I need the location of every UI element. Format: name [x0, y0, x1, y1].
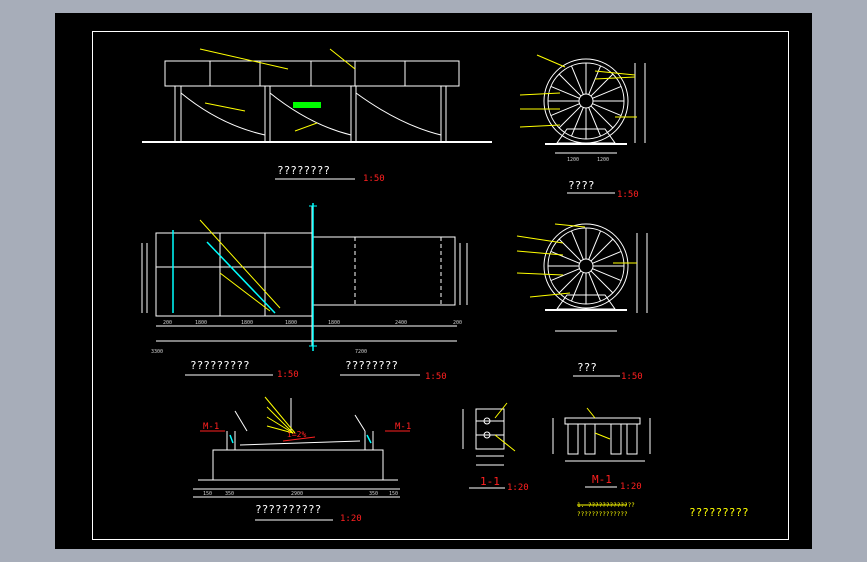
drawing-frame: [92, 31, 789, 540]
wheel-spoke: [550, 268, 580, 282]
plan-title: ?????????: [190, 359, 250, 372]
wheel-spoke: [558, 73, 582, 97]
elevation-title: ????????: [277, 164, 330, 177]
wheel-dimension: 1200: [567, 157, 579, 163]
wheel-spoke: [592, 268, 622, 282]
wheel-spoke: [570, 230, 584, 260]
top-view-scale: 1:50: [425, 372, 447, 382]
section-mark-right: M-1: [395, 422, 411, 432]
section-m-1: [552, 417, 651, 462]
wheel-spoke: [588, 65, 602, 95]
note-line-1: 1. ?????????????: [577, 502, 635, 509]
wheel-spoke: [570, 65, 584, 95]
plan-dimension: 1800: [195, 320, 207, 326]
wheel-spoke: [592, 250, 622, 264]
foundation-dimension: 150: [203, 491, 212, 497]
wheel-spoke: [590, 105, 614, 129]
wheel-spoke: [592, 103, 622, 117]
elevation-view: [142, 60, 492, 143]
plan-dimension: 1800: [285, 320, 297, 326]
foundation-dimension: 350: [225, 491, 234, 497]
top-view-title: ????????: [345, 359, 398, 372]
wheel-section-title: ???: [577, 361, 597, 374]
section-m-1-scale: 1:20: [620, 482, 642, 492]
cad-drawing: ???????? 1:50 ???? 1:50 ????????? 1:50 ?…: [141, 48, 749, 524]
wheel-spoke: [592, 85, 622, 99]
foundation-dimension: 2900: [291, 491, 303, 497]
foundation-title: ??????????: [255, 503, 321, 516]
wheel-spoke: [588, 272, 602, 302]
front-wheel-scale: 1:50: [617, 190, 639, 200]
wheel-spoke: [588, 107, 602, 137]
plan-dimension: 200: [163, 320, 172, 326]
elevation-scale: 1:50: [363, 174, 385, 184]
wheel-spoke: [590, 238, 614, 262]
wheel-spoke: [590, 73, 614, 97]
wheel-spoke: [570, 107, 584, 137]
highlight-marker: [293, 102, 321, 108]
plan-view: [141, 206, 468, 346]
wheel-spoke: [570, 272, 584, 302]
plan-dimension: 2400: [395, 320, 407, 326]
front-wheel-title: ????: [568, 179, 595, 192]
wheel-spoke: [590, 270, 614, 294]
drawing-sheet: ???????? 1:50 ???? 1:50 ????????? 1:50 ?…: [55, 13, 812, 549]
note-line-2: ??????????????: [577, 511, 628, 518]
foundation-dimension: 150: [389, 491, 398, 497]
wheel-spoke: [550, 85, 580, 99]
slope-label: i=2%: [287, 430, 306, 439]
wheel-section-scale: 1:50: [621, 372, 643, 382]
foundation-scale: 1:20: [340, 514, 362, 524]
section-m-1-mark: M-1: [592, 473, 612, 486]
foundation-section: [193, 398, 400, 498]
foundation-dimension: 350: [369, 491, 378, 497]
section-1-1-mark: 1-1: [480, 475, 500, 488]
wheel-spoke: [558, 270, 582, 294]
wheel-dimension: 1200: [597, 157, 609, 163]
plan-dimension: 1800: [328, 320, 340, 326]
plan-overall-right: 7200: [355, 349, 367, 355]
wheel-spoke: [588, 230, 602, 260]
section-1-1-scale: 1:20: [507, 483, 529, 493]
note-title: ?????????: [689, 506, 749, 519]
plan-scale: 1:50: [277, 370, 299, 380]
wheel-spoke: [558, 105, 582, 129]
wheel-spoke: [550, 250, 580, 264]
wheel-section-view: [543, 223, 648, 332]
front-wheel-view: [543, 58, 646, 154]
section-1-1: [462, 408, 505, 466]
section-mark-left: M-1: [203, 422, 219, 432]
plan-dimension: 200: [453, 320, 462, 326]
plan-dimension: 1800: [241, 320, 253, 326]
wheel-spoke: [550, 103, 580, 117]
plan-overall-left: 3300: [151, 349, 163, 355]
